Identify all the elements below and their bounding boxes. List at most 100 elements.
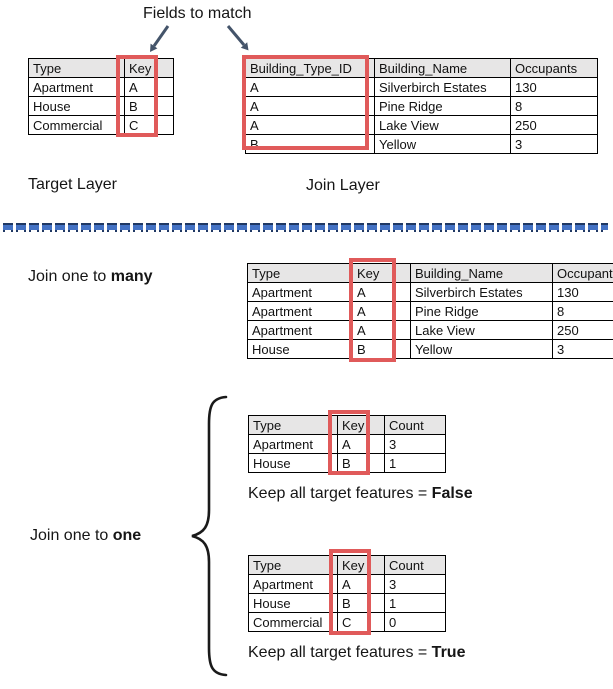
table-cell: A: [337, 434, 385, 454]
column-header: Occupants: [510, 58, 598, 78]
table-cell: B: [337, 593, 385, 613]
column-header: Key: [124, 58, 174, 78]
column-header: Building_Name: [374, 58, 511, 78]
join-one-to-one-label: Join one to one: [30, 527, 141, 545]
caption-prefix: Keep all target features =: [248, 485, 432, 502]
join-one-to-many-label: Join one to many: [28, 268, 153, 286]
fields-to-match-text: Fields to match: [143, 5, 252, 22]
table-cell: Yellow: [410, 339, 553, 359]
table-cell: Apartment: [248, 434, 338, 454]
column-header: Count: [384, 415, 446, 435]
label-bold: many: [110, 268, 153, 285]
table-cell: C: [124, 115, 174, 135]
arrow-down-right-icon: [226, 25, 249, 51]
column-header: Key: [337, 415, 385, 435]
table-cell: House: [248, 453, 338, 473]
table-cell: Apartment: [248, 574, 338, 594]
column-header: Building_Name: [410, 263, 553, 283]
table-cell: Apartment: [247, 282, 353, 302]
table-cell: A: [352, 301, 411, 321]
table-cell: Silverbirch Estates: [410, 282, 553, 302]
table-cell: 8: [510, 96, 598, 116]
table-cell: 1: [384, 453, 446, 473]
caption-bold: True: [431, 644, 466, 661]
keep-false-caption: Keep all target features = False: [248, 485, 473, 503]
table-cell: House: [248, 593, 338, 613]
table-cell: 250: [552, 320, 613, 340]
table-cell: 130: [510, 77, 598, 97]
label-prefix: Join one to: [30, 527, 113, 544]
table-cell: 250: [510, 115, 598, 135]
column-header: Building_Type_ID: [245, 58, 375, 78]
fields-to-match-title: Fields to match: [143, 5, 251, 23]
table-cell: Apartment: [247, 320, 353, 340]
table-cell: 3: [510, 134, 598, 154]
table-cell: A: [245, 77, 375, 97]
fields-to-match-arrows: [150, 25, 249, 52]
table-cell: 3: [384, 574, 446, 594]
column-header: Type: [248, 555, 338, 575]
table-cell: C: [337, 612, 385, 632]
table-cell: Pine Ridge: [410, 301, 553, 321]
table-cell: Apartment: [247, 301, 353, 321]
table-cell: B: [245, 134, 375, 154]
table-cell: B: [352, 339, 411, 359]
table-cell: B: [337, 453, 385, 473]
table-cell: Silverbirch Estates: [374, 77, 511, 97]
table-cell: A: [124, 77, 174, 97]
target-layer-label: Target Layer: [28, 176, 117, 193]
table-cell: House: [247, 339, 353, 359]
table-cell: Yellow: [374, 134, 511, 154]
table-cell: A: [337, 574, 385, 594]
column-header: Occupants: [552, 263, 613, 283]
table-cell: 130: [552, 282, 613, 302]
caption-prefix: Keep all target features =: [248, 644, 432, 661]
join-layer-label: Join Layer: [306, 177, 380, 194]
column-header: Key: [352, 263, 411, 283]
table-cell: A: [352, 282, 411, 302]
arrow-down-left-icon: [150, 25, 170, 52]
table-cell: Commercial: [28, 115, 125, 135]
table-cell: 3: [552, 339, 613, 359]
table-cell: A: [245, 115, 375, 135]
curly-brace-icon: [191, 395, 228, 677]
table-cell: Lake View: [374, 115, 511, 135]
table-cell: 3: [384, 434, 446, 454]
column-header: Type: [247, 263, 353, 283]
column-header: Type: [248, 415, 338, 435]
table-cell: 1: [384, 593, 446, 613]
column-header: Key: [337, 555, 385, 575]
table-cell: 8: [552, 301, 613, 321]
table-cell: House: [28, 96, 125, 116]
label-bold: one: [112, 527, 142, 544]
table-cell: Lake View: [410, 320, 553, 340]
column-header: Type: [28, 58, 125, 78]
table-cell: 0: [384, 612, 446, 632]
table-cell: A: [245, 96, 375, 116]
